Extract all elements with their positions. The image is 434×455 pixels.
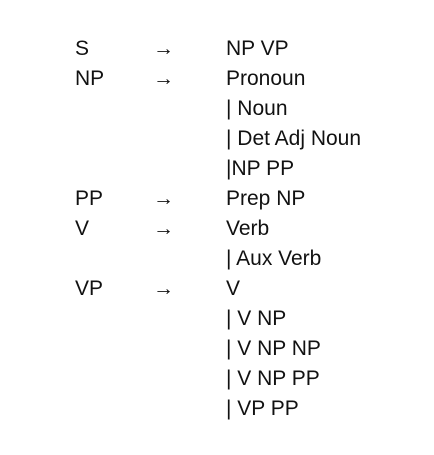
rule-rhs: | V NP NP xyxy=(226,337,321,360)
arrow-icon: → xyxy=(153,37,174,60)
rule-line: | VP PP xyxy=(0,394,434,424)
rule-lhs: V xyxy=(75,217,90,240)
arrow-icon: → xyxy=(153,67,174,90)
rule-rhs: | V NP PP xyxy=(226,367,320,390)
rule-rhs: V xyxy=(226,277,241,300)
rule-line: | Det Adj Noun xyxy=(0,124,434,154)
rule-rhs: | Det Adj Noun xyxy=(226,127,362,150)
rule-rhs: | Noun xyxy=(226,97,288,120)
rule-line: | V NP PP xyxy=(0,364,434,394)
rule-rhs: | V NP xyxy=(226,307,287,330)
grammar-rules: S → NP VP NP → Pronoun | Noun | Det Adj … xyxy=(0,34,434,424)
arrow-icon: → xyxy=(153,217,174,240)
rule-lhs: S xyxy=(75,37,90,60)
rule-lhs: PP xyxy=(75,187,104,210)
rule-line: | V NP xyxy=(0,304,434,334)
rule-rhs: Verb xyxy=(226,217,270,240)
rule-line: | V NP NP xyxy=(0,334,434,364)
rule-rhs: Prep NP xyxy=(226,187,306,210)
rule-line: NP → Pronoun xyxy=(0,64,434,94)
rule-line: | Noun xyxy=(0,94,434,124)
rule-line: VP → V xyxy=(0,274,434,304)
rule-rhs: Pronoun xyxy=(226,67,306,90)
arrow-icon: → xyxy=(153,277,174,300)
rule-line: V → Verb xyxy=(0,214,434,244)
rule-line: PP → Prep NP xyxy=(0,184,434,214)
rule-lhs: NP xyxy=(75,67,105,90)
rule-rhs: | Aux Verb xyxy=(226,247,322,270)
rule-line: S → NP VP xyxy=(0,34,434,64)
rule-rhs: |NP PP xyxy=(226,157,295,180)
rule-rhs: | VP PP xyxy=(226,397,299,420)
rule-line: | Aux Verb xyxy=(0,244,434,274)
rule-line: |NP PP xyxy=(0,154,434,184)
rule-lhs: VP xyxy=(75,277,104,300)
rule-rhs: NP VP xyxy=(226,37,289,60)
arrow-icon: → xyxy=(153,187,174,210)
